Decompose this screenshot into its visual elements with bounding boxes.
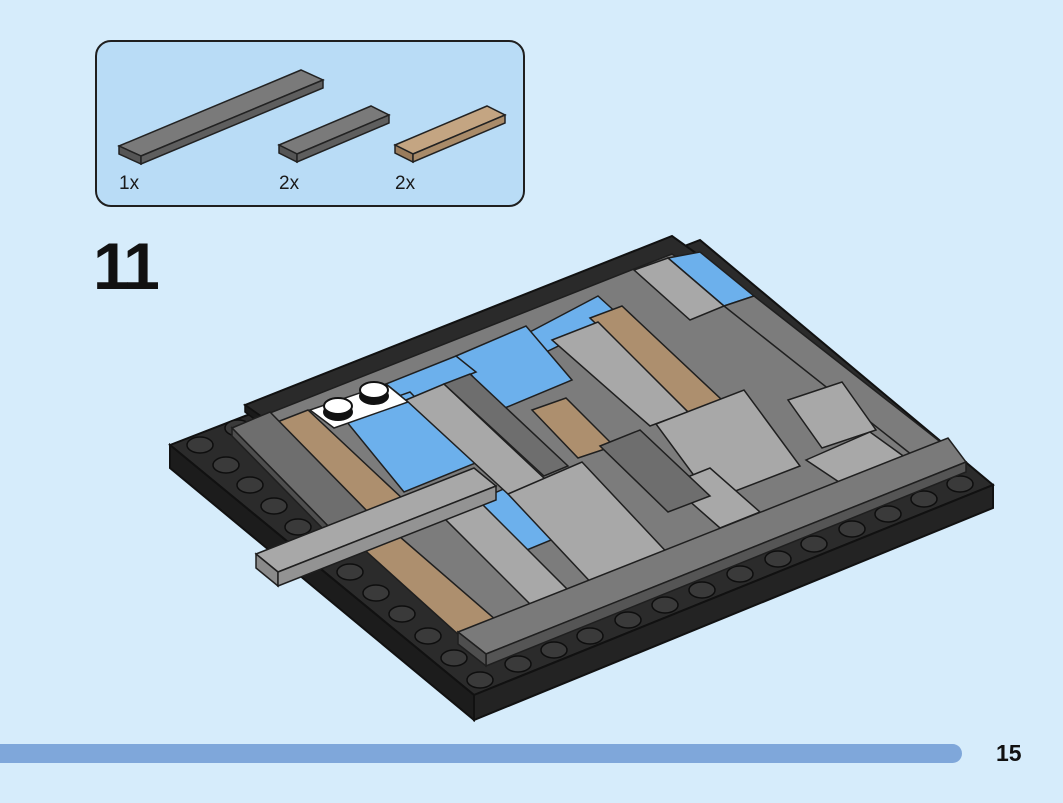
white-studs (323, 381, 389, 421)
page-number: 15 (996, 740, 1022, 766)
part-quantity-2: 2x (279, 173, 300, 194)
model-illustration (168, 234, 995, 723)
tan-tile (393, 105, 507, 164)
front-dark-gray-tile (456, 437, 968, 668)
parts-illustration (117, 69, 507, 166)
part-quantity-1: 1x (119, 173, 140, 194)
part-quantity-3: 2x (395, 173, 416, 194)
progress-bar (0, 744, 962, 763)
step-number: 11 (93, 229, 160, 303)
light-gray-overhang-tile (254, 467, 498, 588)
long-dark-gray-tile (117, 69, 325, 166)
parts-callout: 1x 2x 2x (95, 40, 525, 207)
tile-surface (230, 251, 968, 655)
medium-dark-gray-tile (277, 105, 391, 164)
